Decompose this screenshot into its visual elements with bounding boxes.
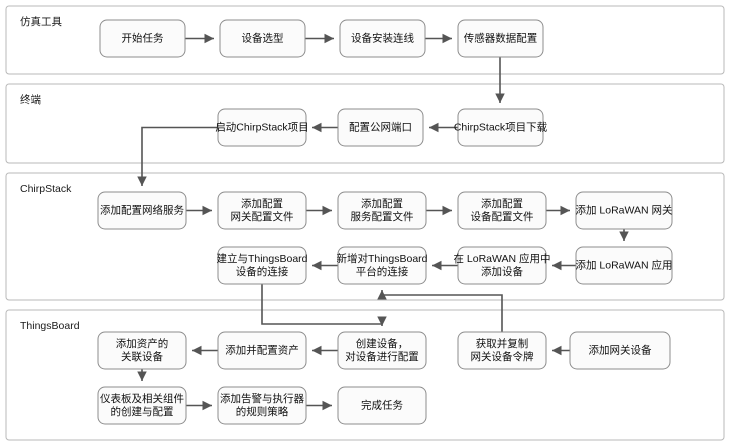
swimlane-label: 仿真工具 <box>20 15 62 28</box>
process-node-start[interactable]: 开始任务 <box>99 19 186 58</box>
connector-tb-device-conn-to-create-device <box>261 284 387 326</box>
node-label-line: ChirpStack项目下载 <box>454 121 548 133</box>
node-label-line: 关联设备 <box>121 350 163 363</box>
node-box[interactable] <box>337 331 427 370</box>
node-label-line: 添加设备 <box>481 265 523 278</box>
node-box[interactable] <box>217 331 307 370</box>
process-node-device-select[interactable]: 设备选型 <box>219 19 306 58</box>
node-label-line: 对设备进行配置 <box>345 350 419 363</box>
node-label-line: 配置公网端口 <box>349 120 412 133</box>
node-label-line: 的创建与配置 <box>111 405 174 418</box>
node-box[interactable] <box>457 331 547 370</box>
process-node-create-device[interactable]: 创建设备，对设备进行配置 <box>337 331 427 370</box>
process-node-add-gw-device[interactable]: 添加网关设备 <box>569 331 671 370</box>
process-node-sensor-config[interactable]: 传感器数据配置 <box>457 19 544 58</box>
process-node-public-port[interactable]: 配置公网端口 <box>337 108 424 147</box>
node-box[interactable] <box>97 191 187 230</box>
node-label-line: 添加资产的 <box>116 337 169 350</box>
node-box[interactable] <box>457 191 547 230</box>
node-box[interactable] <box>337 191 427 230</box>
swimlane-label: ChirpStack <box>20 183 72 195</box>
process-node-cs-download[interactable]: ChirpStack项目下载 <box>454 108 548 147</box>
node-label-line: 添加网关设备 <box>589 343 652 356</box>
node-label-line: 添加配置网络服务 <box>100 203 184 216</box>
node-box[interactable] <box>457 246 547 285</box>
swimlane-label: ThingsBoard <box>20 320 80 332</box>
node-box[interactable] <box>97 331 187 370</box>
process-node-add-asset[interactable]: 添加并配置资产 <box>217 331 307 370</box>
process-node-lorawan-gw[interactable]: 添加 LoRaWAN 网关 <box>575 191 673 230</box>
node-label-line: 添加配置 <box>241 197 283 210</box>
node-label-line: 添加 LoRaWAN 应用 <box>575 258 672 271</box>
node-group: 开始任务 设备选型 设备安装连线 传感器数据配置 ChirpStack项目下载 配置公网端… <box>97 19 673 425</box>
node-box[interactable] <box>219 19 306 58</box>
connector-group <box>137 33 629 411</box>
node-label-line: 服务配置文件 <box>351 210 414 223</box>
node-box[interactable] <box>337 386 427 425</box>
node-label-line: 传感器数据配置 <box>464 31 538 44</box>
node-label-line: 添加配置 <box>361 197 403 210</box>
node-label-line: 设备的连接 <box>236 265 289 278</box>
node-box[interactable] <box>575 246 673 285</box>
node-label-line: 添加并配置资产 <box>225 343 299 356</box>
connector-cs-start-to-add-net-service <box>137 126 218 186</box>
node-label-line: 网关设备令牌 <box>471 350 534 363</box>
node-box[interactable] <box>97 386 187 425</box>
node-label-line: 仪表板及相关组件 <box>100 392 184 405</box>
node-box[interactable] <box>99 19 186 58</box>
node-label-line: 获取并复制 <box>476 337 529 350</box>
node-label-line: 添加 LoRaWAN 网关 <box>575 203 673 216</box>
connector-copy-gw-token-to-tb-platform-conn <box>377 290 503 332</box>
node-label-line: 在 LoRaWAN 应用中 <box>453 252 550 265</box>
node-box[interactable] <box>217 386 307 425</box>
node-label-line: 设备安装连线 <box>351 31 414 44</box>
node-label-line: 平台的连接 <box>356 265 409 278</box>
node-box[interactable] <box>569 331 671 370</box>
process-node-finish[interactable]: 完成任务 <box>337 386 427 425</box>
node-box[interactable] <box>337 246 427 285</box>
process-node-add-net-service[interactable]: 添加配置网络服务 <box>97 191 187 230</box>
process-node-device-install[interactable]: 设备安装连线 <box>339 19 426 58</box>
node-box[interactable] <box>217 108 307 147</box>
node-label-line: 新增对ThingsBoard <box>336 252 427 265</box>
node-box[interactable] <box>575 191 673 230</box>
node-label-line: 完成任务 <box>361 398 403 411</box>
node-label-line: 设备选型 <box>242 31 284 44</box>
node-label-line: 添加配置 <box>481 197 523 210</box>
process-node-lorawan-app[interactable]: 添加 LoRaWAN 应用 <box>575 246 673 285</box>
node-label-line: 创建设备， <box>356 337 409 350</box>
node-box[interactable] <box>337 108 424 147</box>
node-label-line: 设备配置文件 <box>471 210 534 223</box>
node-box[interactable] <box>457 108 544 147</box>
process-node-cs-start[interactable]: 启动ChirpStack项目 <box>215 108 309 147</box>
node-box[interactable] <box>217 191 307 230</box>
node-label-line: 开始任务 <box>122 31 164 44</box>
swimlane-label: 终端 <box>20 93 41 106</box>
node-box[interactable] <box>217 246 307 285</box>
node-label-line: 添加告警与执行器 <box>220 392 304 405</box>
node-box[interactable] <box>339 19 426 58</box>
node-label-line: 网关配置文件 <box>231 210 294 223</box>
node-box[interactable] <box>457 19 544 58</box>
node-label-line: 的规则策略 <box>236 405 289 418</box>
node-label-line: 启动ChirpStack项目 <box>215 120 308 133</box>
node-label-line: 建立与ThingsBoard <box>216 252 307 265</box>
